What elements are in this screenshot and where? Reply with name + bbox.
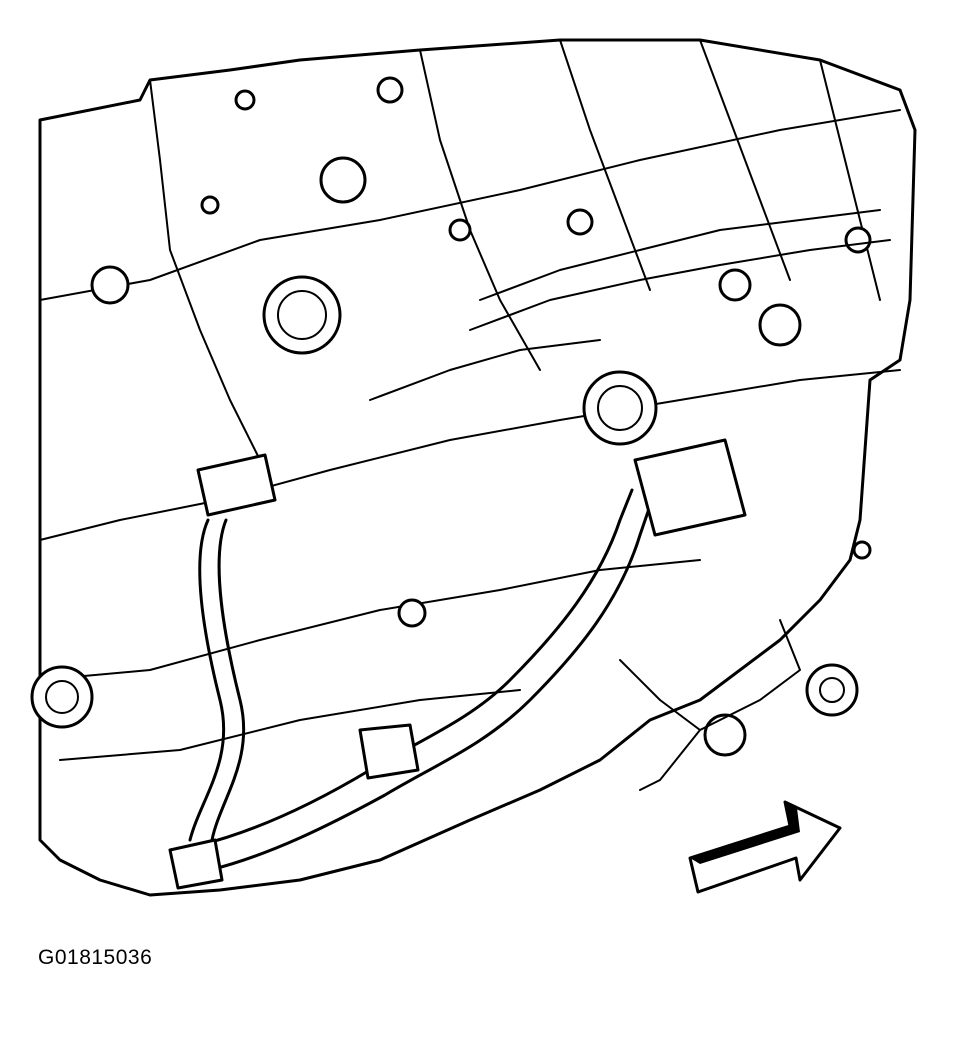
- engine-bolts: [30, 76, 872, 757]
- arrow-right-icon: [688, 800, 842, 894]
- harness-connectors: [168, 438, 747, 890]
- figure-id-label: G01815036: [38, 946, 153, 969]
- wiring-harness: [188, 488, 654, 872]
- manifold-flange: [369, 209, 891, 791]
- sensor-mount: [582, 370, 658, 446]
- engine-block: [38, 38, 917, 897]
- engine-harness-illustration: [30, 38, 917, 897]
